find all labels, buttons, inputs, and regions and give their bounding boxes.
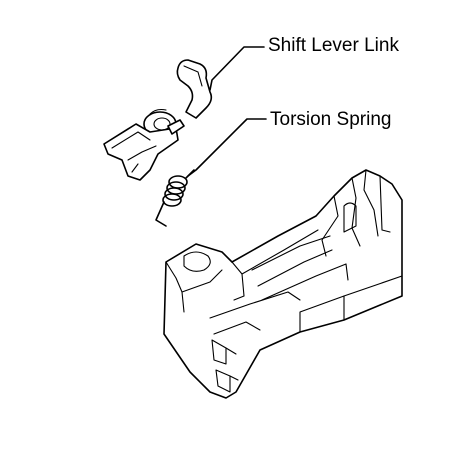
shift-lever-link-part <box>103 59 213 181</box>
main-housing-part <box>163 169 403 399</box>
torsion-spring-leader <box>187 118 267 177</box>
shift-lever-link-leader <box>209 46 265 91</box>
torsion-spring-part <box>155 169 195 227</box>
shift-lever-link-label: Shift Lever Link <box>268 35 399 56</box>
torsion-spring-label: Torsion Spring <box>270 109 392 130</box>
